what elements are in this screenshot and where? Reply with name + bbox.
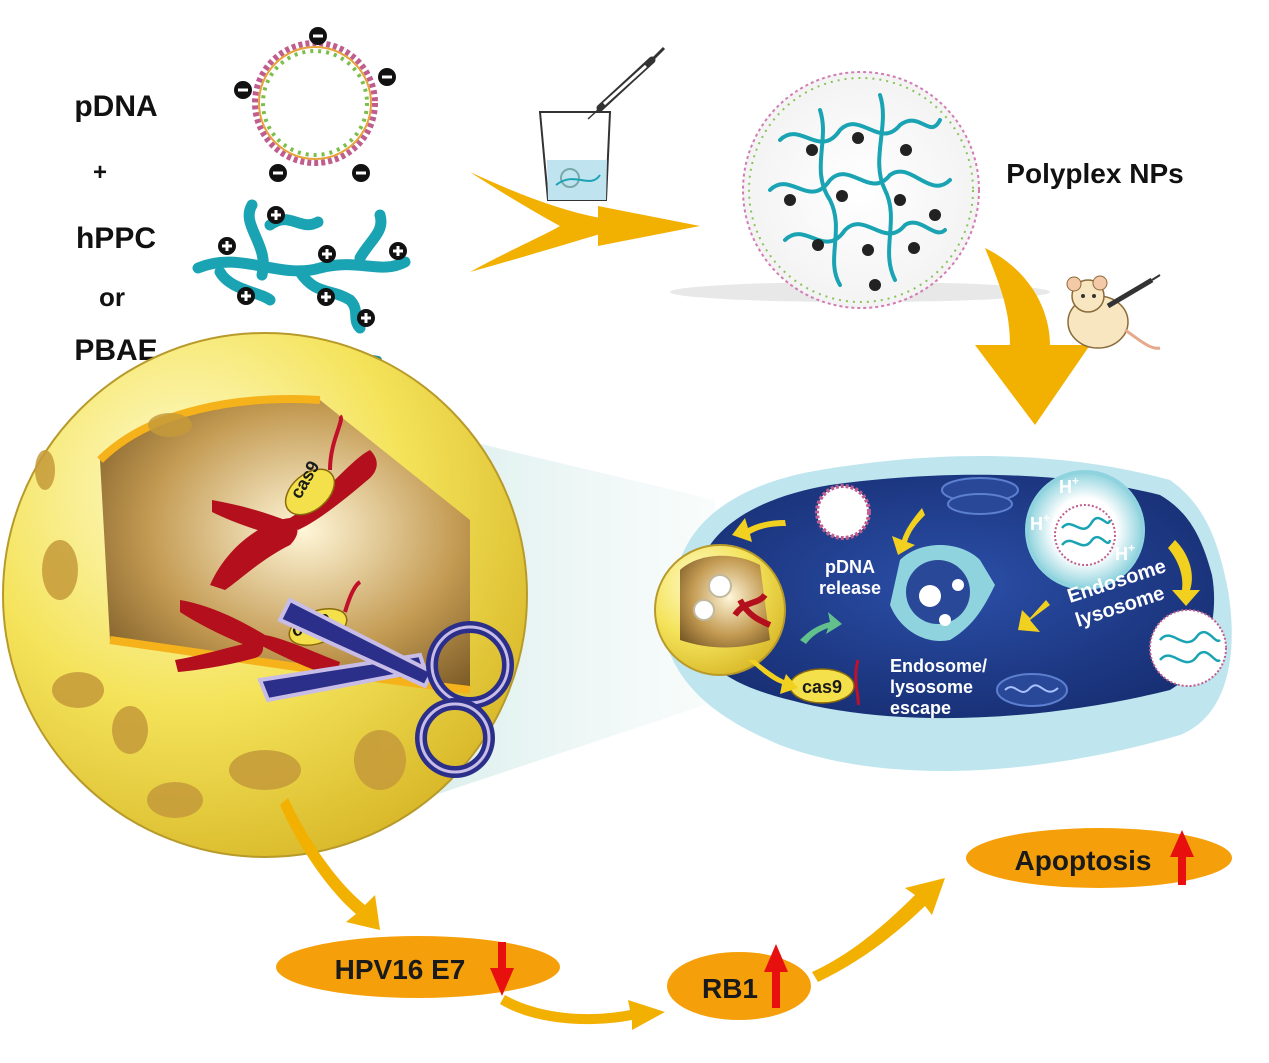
up-arrow-icon-apoptosis (1170, 830, 1194, 885)
nucleus-large (2, 332, 528, 858)
hppc-polymer-icon (192, 199, 411, 334)
or-label: or (99, 282, 125, 312)
escape-label-1: Endosome/ (890, 656, 987, 676)
hpv-node: HPV16 E7 (276, 936, 560, 998)
hpv-label: HPV16 E7 (335, 954, 466, 985)
escape-label-2: lysosome (890, 677, 973, 697)
mouse-icon (1066, 274, 1161, 350)
nucleus-small (654, 544, 786, 676)
burst-endosome (890, 545, 995, 641)
components-legend: pDNA + hPPC or PBAE (74, 90, 157, 367)
mixing-arrow (470, 172, 700, 272)
up-arrow-icon-rb1 (764, 944, 788, 1008)
released-plasmid (815, 484, 871, 540)
hppc-charges (218, 206, 407, 327)
polyplex-entering (1149, 609, 1227, 687)
cas9-cytoplasm: cas9 (789, 659, 860, 706)
apoptosis-node: Apoptosis (966, 828, 1232, 888)
cas9-upper: cas9 (284, 414, 343, 516)
hppc-label: hPPC (76, 222, 156, 255)
apoptosis-label: Apoptosis (1015, 845, 1152, 876)
proton-label-1: H+ (1059, 474, 1079, 497)
rb1-to-apoptosis-arrow (812, 878, 945, 982)
proton-label-3: H+ (1115, 541, 1135, 564)
rb1-label: RB1 (702, 973, 758, 1004)
down-arrow-icon (490, 942, 514, 996)
intracellular-arrows (732, 508, 1200, 694)
proton-label-2: H+ (1030, 511, 1050, 534)
scissors-icon (257, 597, 514, 778)
hpv-to-rb1-arrow (500, 995, 665, 1030)
syringe-icon (587, 46, 666, 120)
beaker-icon (538, 111, 612, 201)
polyplex-label: Polyplex NPs (1006, 158, 1183, 189)
endosome-polyplex (1025, 470, 1145, 590)
nucleus-to-hpv-arrow (280, 798, 380, 930)
injection-arrow (975, 248, 1090, 425)
plus-sign: + (93, 159, 107, 186)
cas9-cytoplasm-label: cas9 (802, 677, 842, 697)
escape-label-3: escape (890, 698, 951, 718)
pbae-label: PBAE (74, 334, 157, 367)
pdna-release-label-1: pDNA (825, 557, 875, 577)
plasmid-dna-icon (234, 27, 396, 182)
chromosome-lower (175, 600, 340, 674)
rb1-node: RB1 (667, 944, 811, 1020)
nuclear-pores (35, 413, 406, 818)
pdna-label: pDNA (74, 90, 157, 123)
pdna-release-label-2: release (819, 578, 881, 598)
polyplex-nanoparticle (670, 71, 1050, 309)
